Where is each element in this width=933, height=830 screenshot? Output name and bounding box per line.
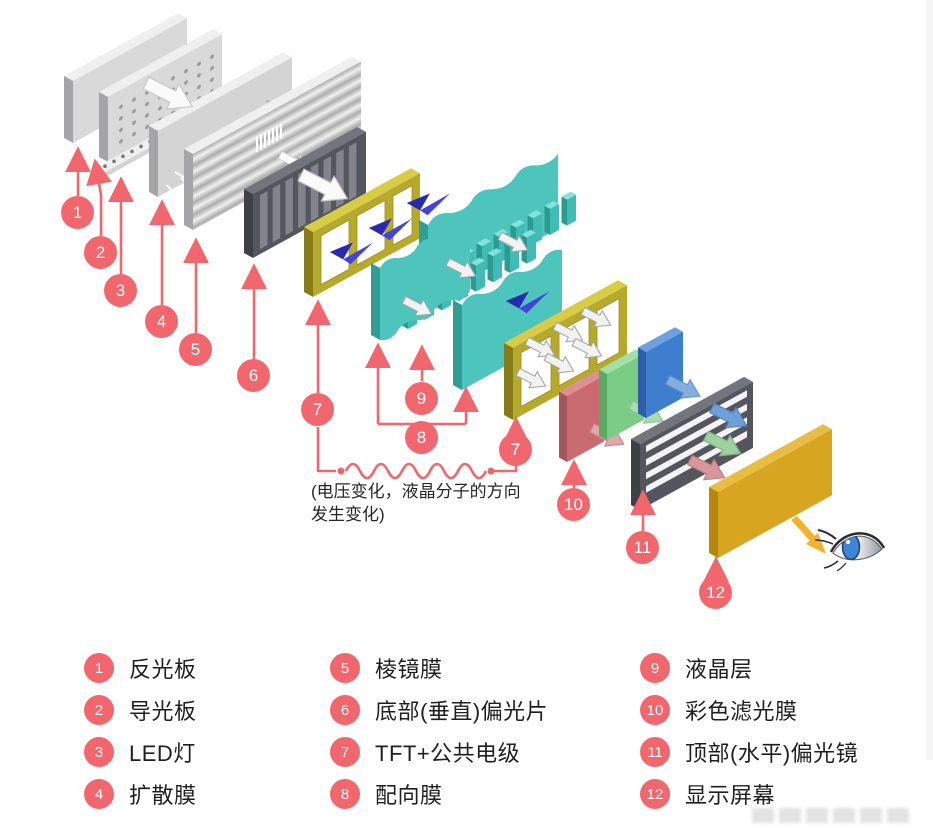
callout-badge-3: 3 <box>104 274 137 307</box>
callout-badge-6: 6 <box>237 359 270 392</box>
legend-badge: 3 <box>84 737 114 767</box>
legend-item-10: 10 彩色滤光膜 <box>640 695 858 725</box>
legend-label: 顶部(水平)偏光镜 <box>685 741 859 766</box>
legend-label: 扩散膜 <box>129 783 197 808</box>
legend-badge: 6 <box>330 695 360 725</box>
legend-label: 棱镜膜 <box>375 657 443 682</box>
legend-label: 显示屏幕 <box>685 783 776 808</box>
layer-8-alignment-film-front <box>371 218 562 390</box>
legend-item-4: 4 扩散膜 <box>84 779 197 809</box>
legend-item-12: 12 显示屏幕 <box>640 779 858 809</box>
callout-badge-10: 10 <box>557 488 590 521</box>
callout-badge-4: 4 <box>145 305 178 338</box>
legend-label: LED灯 <box>129 741 196 766</box>
legend-item-5: 5 棱镜膜 <box>330 653 548 683</box>
callout-badge-7-front: 7 <box>301 393 334 426</box>
voltage-annotation: (电压变化，液晶分子的方向 发生变化) <box>311 482 521 524</box>
legend-item-8: 8 配向膜 <box>330 779 548 809</box>
legend-badge: 10 <box>640 695 670 725</box>
legend-label: TFT+公共电级 <box>375 741 521 766</box>
exploded-view-canvas <box>64 13 886 583</box>
eye-icon <box>814 529 886 572</box>
callout-badge-5: 5 <box>179 333 212 366</box>
legend-badge: 12 <box>640 779 670 809</box>
callout-badge-12: 12 <box>699 576 732 609</box>
callout-arrows <box>65 146 729 583</box>
legend-label: 彩色滤光膜 <box>685 699 798 724</box>
legend-label: 底部(垂直)偏光片 <box>375 699 549 724</box>
callout-badge-1: 1 <box>61 196 94 229</box>
layer-7-tft-frame-front <box>304 168 420 297</box>
legend-item-2: 2 导光板 <box>84 695 197 725</box>
legend-item-11: 11 顶部(水平)偏光镜 <box>640 737 858 767</box>
legend-badge: 8 <box>330 779 360 809</box>
legend-item-7: 7 TFT+公共电级 <box>330 737 548 767</box>
layer-10-color-filter <box>559 327 706 462</box>
callout-badge-8: 8 <box>405 421 438 454</box>
legend-item-1: 1 反光板 <box>84 653 197 683</box>
layer-5-prism-film <box>184 56 361 230</box>
legend-item-9: 9 液晶层 <box>640 653 858 683</box>
legend-label: 反光板 <box>129 657 197 682</box>
legend-label: 导光板 <box>129 699 197 724</box>
legend-badge: 9 <box>640 653 670 683</box>
legend-item-6: 6 底部(垂直)偏光片 <box>330 695 548 725</box>
callout-badge-9: 9 <box>405 382 438 415</box>
legend-label: 液晶层 <box>685 657 753 682</box>
legend-column-2: 5 棱镜膜 6 底部(垂直)偏光片 7 TFT+公共电级 8 配向膜 <box>330 653 548 809</box>
viewer-arrow <box>791 515 826 554</box>
legend-badge: 5 <box>330 653 360 683</box>
legend-badge: 2 <box>84 695 114 725</box>
legend-column-1: 1 反光板 2 导光板 3 LED灯 4 扩散膜 <box>84 653 197 809</box>
legend-label: 配向膜 <box>375 783 443 808</box>
layer-7-tft-frame-back <box>504 280 627 420</box>
watermark <box>752 808 910 823</box>
legend-column-3: 9 液晶层 10 彩色滤光膜 11 顶部(水平)偏光镜 12 显示屏幕 <box>640 653 858 809</box>
page-edge <box>926 0 933 760</box>
layer-11-top-polarizer <box>631 376 753 510</box>
callout-badge-11: 11 <box>626 531 659 564</box>
voltage-wave <box>316 427 518 480</box>
legend-badge: 1 <box>84 653 114 683</box>
collimated-light-motif <box>256 123 314 178</box>
legend-item-3: 3 LED灯 <box>84 737 197 767</box>
legend-badge: 11 <box>640 737 670 767</box>
layer-12-display-screen <box>709 424 832 558</box>
callout-badge-7-back: 7 <box>499 433 532 466</box>
callout-badge-2: 2 <box>84 236 117 269</box>
legend-badge: 7 <box>330 737 360 767</box>
legend-badge: 4 <box>84 779 114 809</box>
